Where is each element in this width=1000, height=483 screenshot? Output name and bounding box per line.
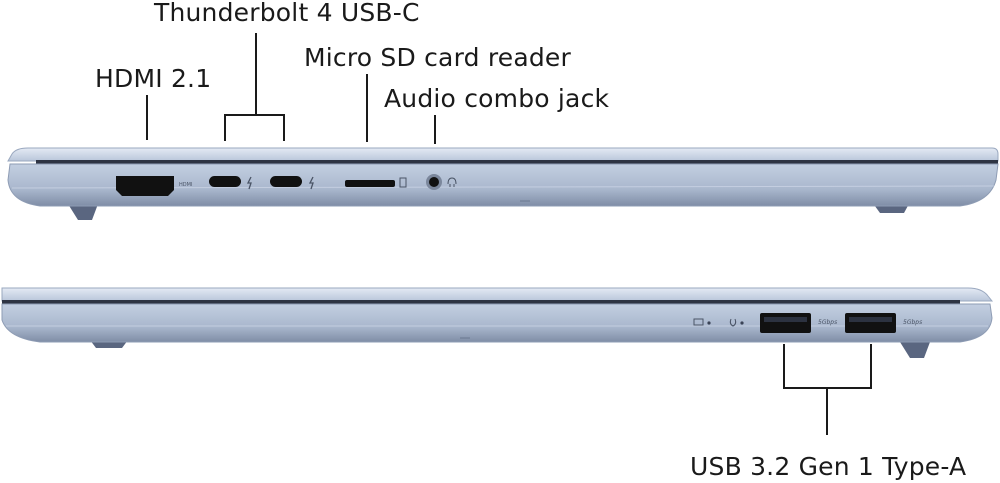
thunderbolt-port-1 [209, 176, 241, 187]
hdmi-port [116, 176, 174, 196]
power-led [740, 321, 744, 325]
audio-leader [434, 115, 436, 144]
hdmi-label: HDMI 2.1 [95, 64, 212, 93]
usba-port-2 [845, 313, 896, 333]
laptop-base [1, 303, 993, 343]
battery-led [707, 321, 711, 325]
laptop-seam [36, 160, 998, 164]
microsd-slot [345, 180, 395, 187]
usba-leader-right [870, 344, 872, 388]
microsd-icon [399, 177, 407, 188]
usb-speed-mark-2: 5Gbps [903, 319, 922, 326]
laptop-foot-left [68, 204, 98, 220]
thunderbolt-leader-bar [224, 114, 285, 116]
thunderbolt-icon-1 [246, 176, 252, 190]
laptop-lid [7, 147, 999, 162]
power-indicator-icon [729, 318, 737, 327]
hdmi-leader [146, 95, 148, 140]
usb-speed-mark-1: 5Gbps [818, 319, 837, 326]
thunderbolt-icon-2 [308, 176, 314, 190]
hdmi-port-mark: HDMI [179, 182, 192, 188]
usba-leader-left [783, 344, 785, 388]
battery-indicator-icon [693, 318, 704, 326]
thunderbolt-leader-right [283, 114, 285, 141]
laptop-base [7, 163, 999, 207]
laptop-lid [1, 287, 994, 302]
thunderbolt-port-2 [270, 176, 302, 187]
microsd-label: Micro SD card reader [304, 43, 571, 72]
laptop-left-side: HDMI [7, 147, 999, 220]
laptop-foot-right [900, 342, 930, 358]
microsd-leader [366, 74, 368, 142]
usba-port-1 [760, 313, 811, 333]
thunderbolt-label: Thunderbolt 4 USB-C [154, 0, 420, 27]
audio-label: Audio combo jack [384, 84, 610, 113]
usba-leader-stem [826, 387, 828, 435]
thunderbolt-leader-left [224, 114, 226, 141]
laptop-right-side: 5Gbps 5Gbps [1, 287, 994, 358]
headset-icon [447, 177, 457, 187]
laptop-seam [2, 300, 960, 304]
usba-label: USB 3.2 Gen 1 Type-A [690, 452, 967, 481]
thunderbolt-leader-stem [255, 33, 257, 115]
